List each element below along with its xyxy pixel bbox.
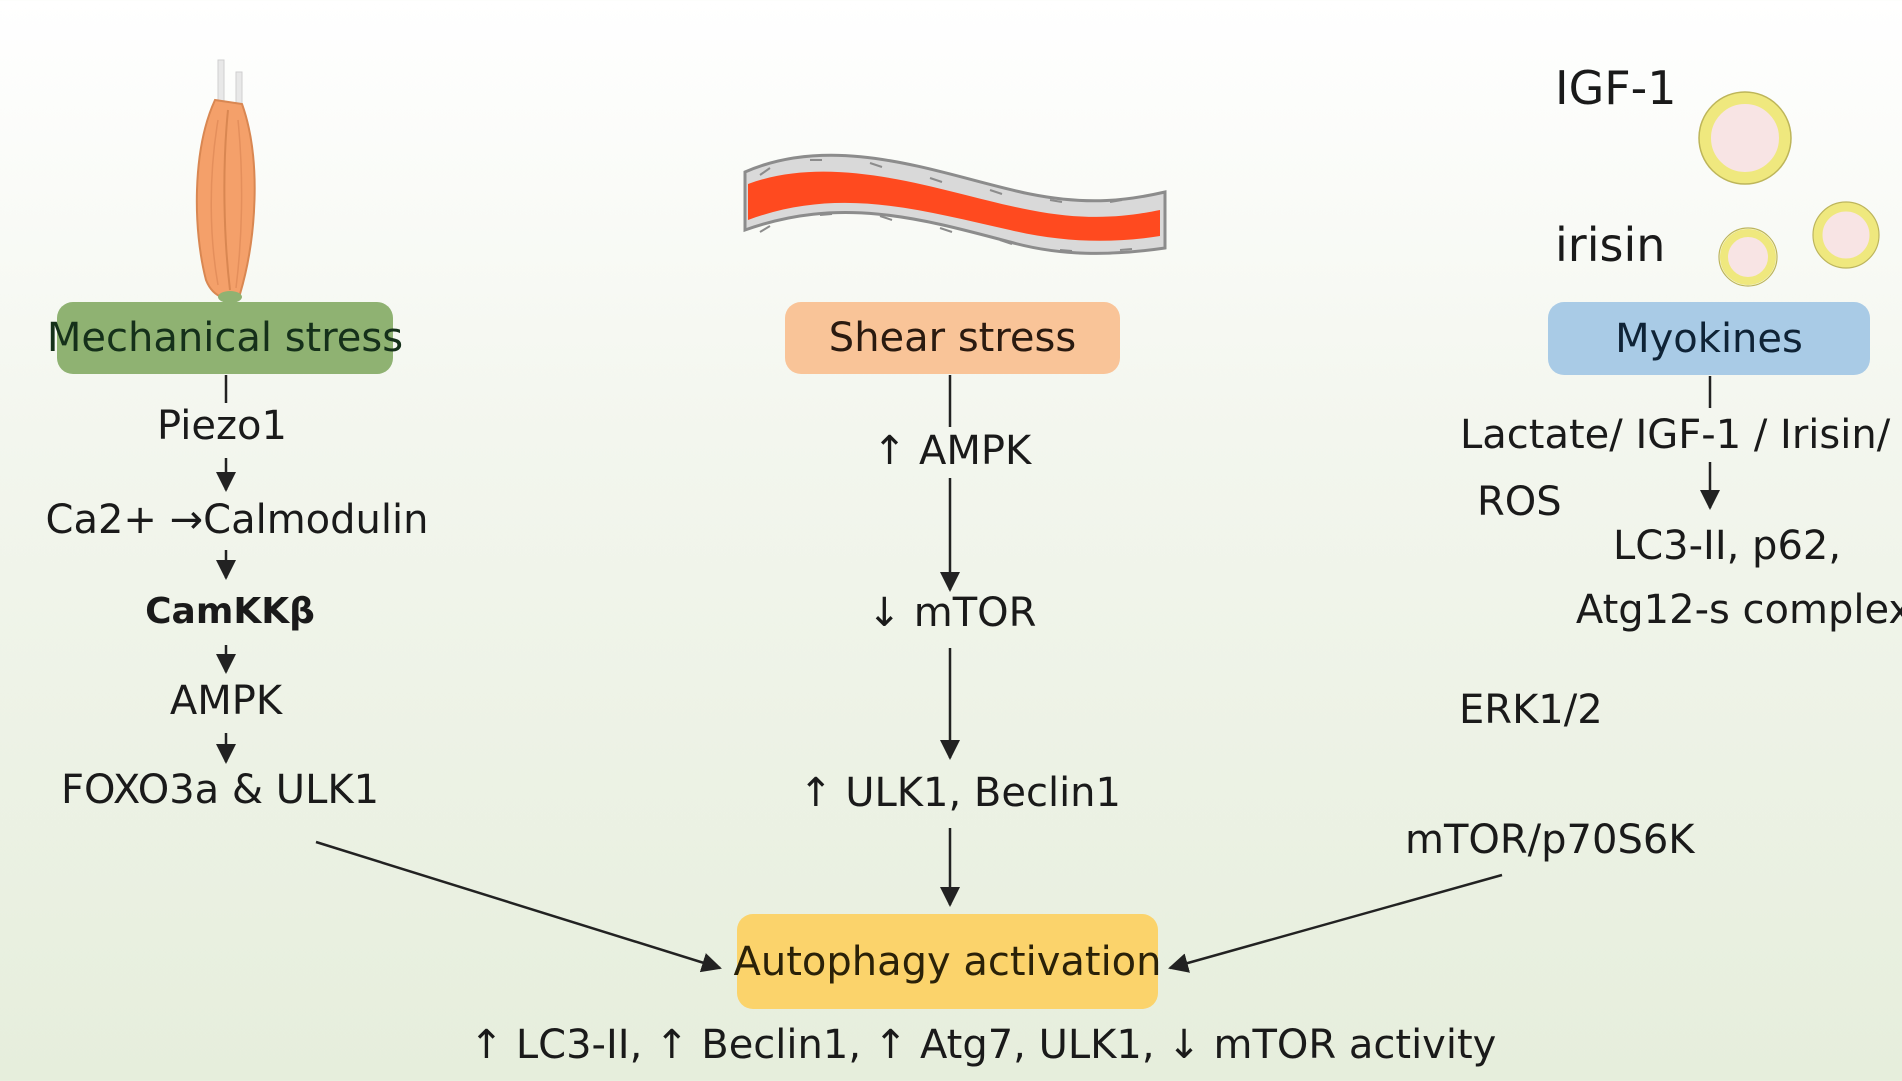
- igf1-label: IGF-1: [1555, 61, 1677, 115]
- ampk-up-label: ↑ AMPK: [872, 428, 1032, 474]
- ampk-label-left: AMPK: [169, 678, 283, 724]
- right-arrows: [1168, 376, 1720, 973]
- ulk1-beclin1-label: ↑ ULK1, Beclin1: [799, 770, 1121, 816]
- erk12-label: ERK1/2: [1459, 687, 1603, 733]
- shear-stress-box: Shear stress: [785, 302, 1120, 374]
- mechanical-stress-box: Mechanical stress: [47, 302, 403, 374]
- lactate-igf1-irisin-label: Lactate/ IGF-1 / Irisin/: [1460, 412, 1891, 458]
- calmodulin-label: Ca2+ →Calmodulin: [45, 497, 429, 543]
- piezo1-label: Piezo1: [157, 403, 287, 449]
- muscle-icon: [195, 59, 256, 303]
- atg12-complex-label: Atg12-s complex: [1575, 587, 1902, 633]
- left-arrows: [216, 375, 722, 973]
- irisin-label: irisin: [1555, 218, 1666, 272]
- mtor-p70s6k-label: mTOR/p70S6K: [1405, 817, 1695, 863]
- autophagy-activation-box: Autophagy activation: [734, 914, 1162, 1009]
- camkkb-label: CamKKβ: [145, 591, 315, 632]
- myokines-box: Myokines: [1548, 302, 1870, 375]
- mtor-down-label: ↓ mTOR: [867, 590, 1037, 636]
- lc3-p62-label: LC3-II, p62,: [1612, 523, 1842, 569]
- autophagy-summary-label: ↑ LC3-II, ↑ Beclin1, ↑ Atg7, ULK1, ↓ mTO…: [469, 1022, 1497, 1068]
- blood-vessel-icon: [743, 153, 1167, 255]
- vesicle-icon: [1698, 91, 1880, 287]
- ros-label: ROS: [1477, 479, 1562, 525]
- foxo3a-ulk1-label: FOXO3a & ULK1: [60, 767, 380, 813]
